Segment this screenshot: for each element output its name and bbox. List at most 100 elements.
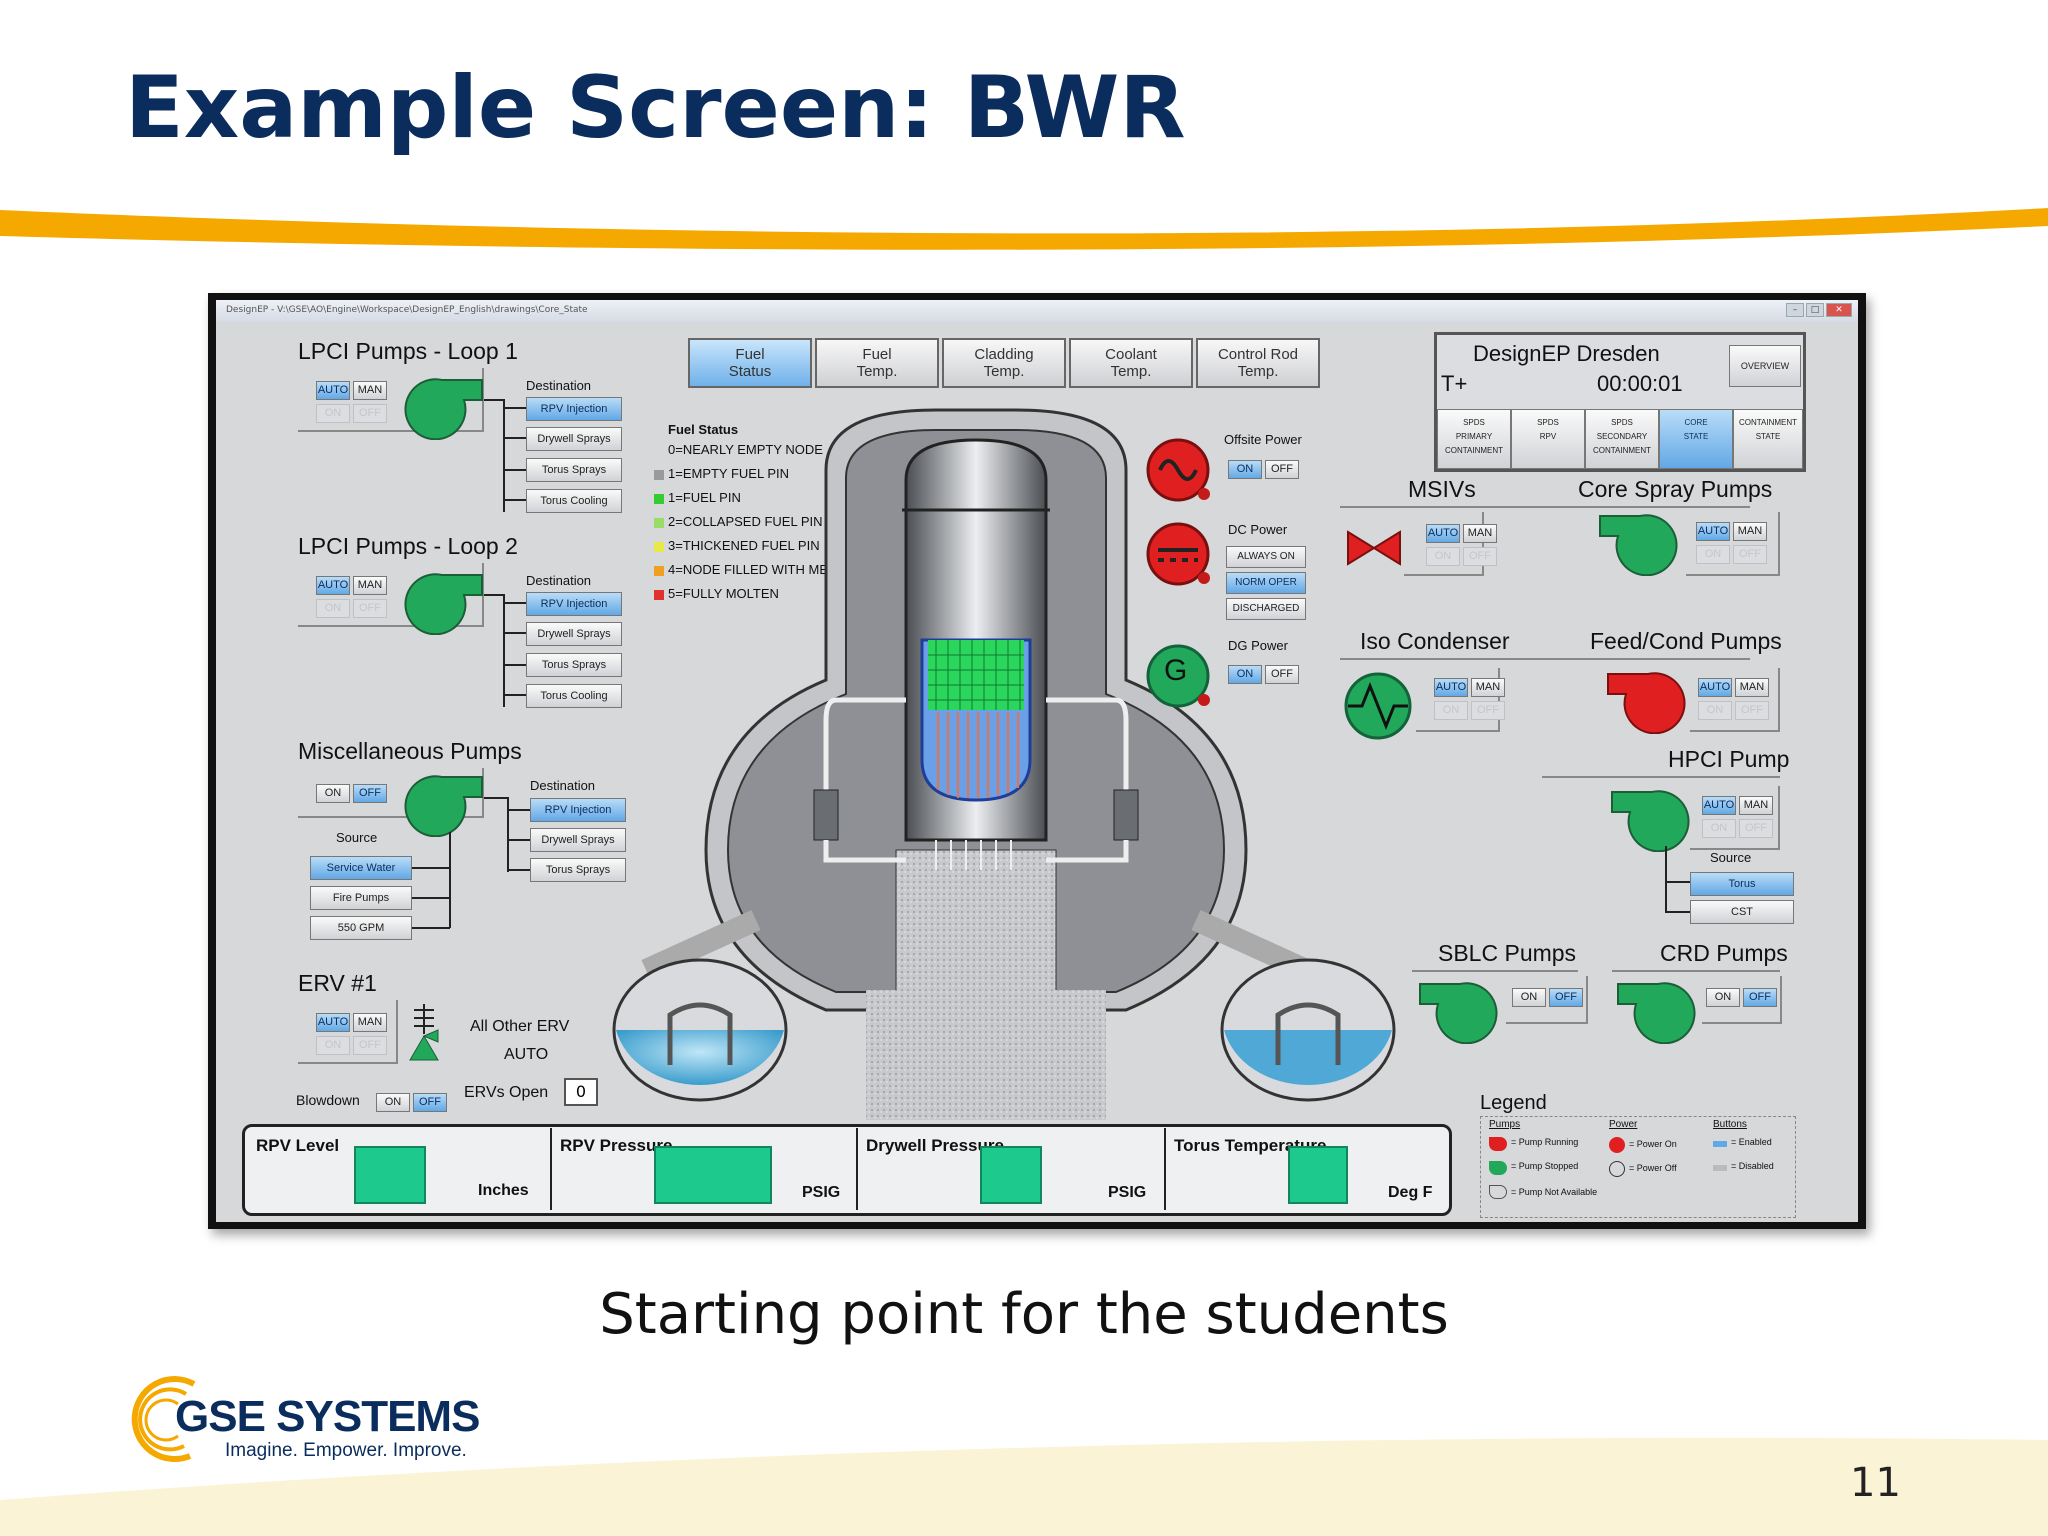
misc-dest-torus-sprays[interactable]: Torus Sprays [530, 858, 626, 882]
offsite-on-button[interactable]: ON [1228, 460, 1262, 479]
minimize-icon[interactable]: – [1786, 303, 1804, 317]
lpci2-off-button[interactable]: OFF [353, 599, 387, 618]
misc-source-550-gpm[interactable]: 550 GPM [310, 916, 412, 940]
lpci2-pump-icon[interactable] [402, 573, 484, 635]
core-spray-auto-button[interactable]: AUTO [1696, 522, 1730, 541]
hpci-auto-button[interactable]: AUTO [1702, 796, 1736, 815]
msiv-valve-icon[interactable] [1344, 528, 1404, 568]
core-spray-man-button[interactable]: MAN [1733, 522, 1767, 541]
tab-label: Fuel [862, 346, 892, 363]
core-spray-off-button[interactable]: OFF [1733, 545, 1767, 564]
iso-condenser-icon[interactable] [1344, 672, 1414, 742]
iso-off-button[interactable]: OFF [1471, 701, 1505, 720]
maximize-icon[interactable]: □ [1806, 303, 1824, 317]
misc-dest-rpv-injection[interactable]: RPV Injection [530, 798, 626, 822]
hpci-source-torus[interactable]: Torus [1690, 872, 1794, 896]
hpci-off-button[interactable]: OFF [1739, 819, 1773, 838]
erv-off-button[interactable]: OFF [353, 1036, 387, 1055]
msiv-off-button[interactable]: OFF [1463, 547, 1497, 566]
crd-off-button[interactable]: OFF [1743, 988, 1777, 1007]
iso-man-button[interactable]: MAN [1471, 678, 1505, 697]
blowdown-on-button[interactable]: ON [376, 1093, 410, 1112]
feed-on-button[interactable]: ON [1698, 701, 1732, 720]
msiv-auto-button[interactable]: AUTO [1426, 524, 1460, 543]
erv-man-button[interactable]: MAN [353, 1013, 387, 1032]
msiv-man-button[interactable]: MAN [1463, 524, 1497, 543]
core-spray-on-button[interactable]: ON [1696, 545, 1730, 564]
overview-button[interactable]: OVERVIEW [1729, 345, 1801, 387]
dc-power-icon[interactable] [1146, 522, 1216, 592]
lpci1-auto-button[interactable]: AUTO [316, 381, 350, 400]
crd-on-button[interactable]: ON [1706, 988, 1740, 1007]
gauge-rpv-level: RPV Level Inches [248, 1128, 552, 1210]
dc-norm-oper-button[interactable]: NORM OPER [1226, 572, 1306, 594]
lpci1-man-button[interactable]: MAN [353, 381, 387, 400]
gauge-unit: Deg F [1388, 1184, 1433, 1201]
misc-dest-lines [484, 797, 530, 872]
sblc-on-button[interactable]: ON [1512, 988, 1546, 1007]
lpci2-on-button[interactable]: ON [316, 599, 350, 618]
hpci-source-cst[interactable]: CST [1690, 900, 1794, 924]
fuel-swatch [654, 518, 664, 528]
lpci1-dest-torus-sprays[interactable]: Torus Sprays [526, 458, 622, 482]
dg-on-button[interactable]: ON [1228, 665, 1262, 684]
legend-disabled: = Disabled [1731, 1161, 1774, 1171]
lpci2-dest-torus-cooling[interactable]: Torus Cooling [526, 684, 622, 708]
lpci2-man-button[interactable]: MAN [353, 576, 387, 595]
lpci1-on-button[interactable]: ON [316, 404, 350, 423]
misc-off-button[interactable]: OFF [353, 784, 387, 803]
iso-on-button[interactable]: ON [1434, 701, 1468, 720]
divider [1612, 970, 1780, 972]
iso-auto-button[interactable]: AUTO [1434, 678, 1468, 697]
dg-power-label: DG Power [1228, 638, 1288, 653]
hpci-man-button[interactable]: MAN [1739, 796, 1773, 815]
lpci2-dest-drywell-sprays[interactable]: Drywell Sprays [526, 622, 622, 646]
erv-on-button[interactable]: ON [316, 1036, 350, 1055]
dg-power-icon[interactable] [1146, 644, 1216, 714]
sblc-off-button[interactable]: OFF [1549, 988, 1583, 1007]
lpci1-off-button[interactable]: OFF [353, 404, 387, 423]
offsite-power-icon[interactable] [1146, 438, 1216, 508]
misc-source-fire-pumps[interactable]: Fire Pumps [310, 886, 412, 910]
msiv-on-button[interactable]: ON [1426, 547, 1460, 566]
core-spray-pump-icon[interactable] [1598, 514, 1680, 576]
lpci1-pump-icon[interactable] [402, 378, 484, 440]
close-icon[interactable]: ✕ [1826, 303, 1852, 317]
sblc-pump-icon[interactable] [1418, 982, 1500, 1044]
lpci1-dest-rpv-injection[interactable]: RPV Injection [526, 397, 622, 421]
misc-on-button[interactable]: ON [316, 784, 350, 803]
dc-discharged-button[interactable]: DISCHARGED [1226, 598, 1306, 620]
hpci-on-button[interactable]: ON [1702, 819, 1736, 838]
gauge-name: RPV Level [256, 1136, 340, 1155]
lpci1-dest-drywell-sprays[interactable]: Drywell Sprays [526, 427, 622, 451]
feed-cond-pump-icon[interactable] [1606, 672, 1688, 734]
feed-off-button[interactable]: OFF [1735, 701, 1769, 720]
erv-auto-button[interactable]: AUTO [316, 1013, 350, 1032]
lpci2-dest-torus-sprays[interactable]: Torus Sprays [526, 653, 622, 677]
hpci-pump-icon[interactable] [1610, 790, 1692, 852]
feed-man-button[interactable]: MAN [1735, 678, 1769, 697]
lpci1-dest-torus-cooling[interactable]: Torus Cooling [526, 489, 622, 513]
misc-source-service-water[interactable]: Service Water [310, 856, 412, 880]
lpci2-auto-button[interactable]: AUTO [316, 576, 350, 595]
offsite-off-button[interactable]: OFF [1265, 460, 1299, 479]
crd-pump-icon[interactable] [1616, 982, 1698, 1044]
misc-pump-icon[interactable] [402, 775, 484, 837]
dg-off-button[interactable]: OFF [1265, 665, 1299, 684]
feed-auto-button[interactable]: AUTO [1698, 678, 1732, 697]
lpci2-dest-rpv-injection[interactable]: RPV Injection [526, 592, 622, 616]
misc-dest-drywell-sprays[interactable]: Drywell Sprays [530, 828, 626, 852]
dc-always-on-button[interactable]: ALWAYS ON [1226, 546, 1306, 568]
erv-valve-icon[interactable] [404, 1000, 444, 1062]
blowdown-off-button[interactable]: OFF [413, 1093, 447, 1112]
